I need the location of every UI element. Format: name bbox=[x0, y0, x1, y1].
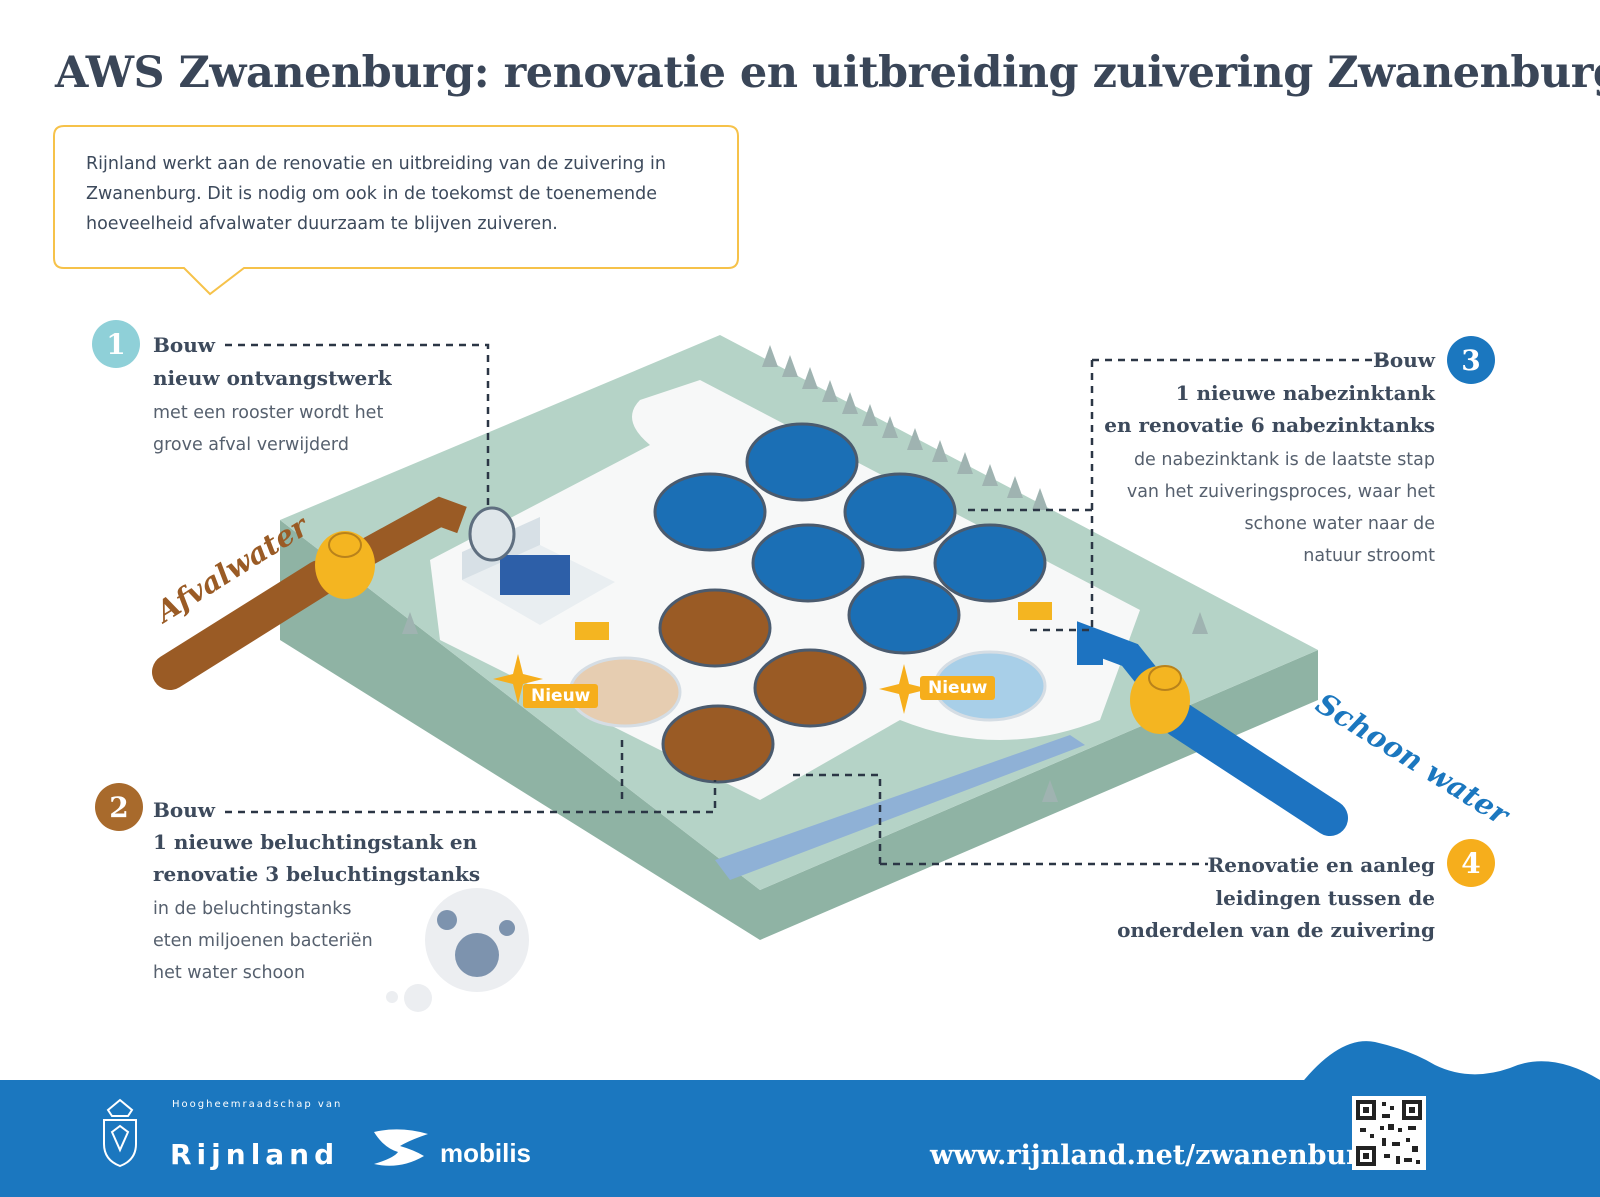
step4-head2: leidingen tussen de bbox=[1215, 886, 1436, 910]
org-small-text: Hoogheemraadschap van bbox=[172, 1099, 343, 1110]
intro-callout-frame bbox=[53, 125, 739, 296]
step3-body2: van het zuiveringsproces, waar het bbox=[1126, 482, 1435, 502]
step1-head2: nieuw ontvangstwerk bbox=[153, 366, 392, 390]
step2-body2: eten miljoenen bacteriën bbox=[153, 931, 373, 951]
org-name: Rijnland bbox=[170, 1138, 340, 1171]
step1-body1: met een rooster wordt het bbox=[153, 403, 384, 423]
platform-side bbox=[280, 520, 1318, 940]
qr-code-icon[interactable] bbox=[1352, 1096, 1426, 1170]
tree-icons bbox=[402, 345, 1208, 802]
wastewater-pipe bbox=[152, 496, 467, 690]
footer-wave bbox=[1300, 1041, 1600, 1085]
mobilis-logo-icon bbox=[374, 1129, 428, 1166]
step1-head1: Bouw bbox=[153, 333, 216, 357]
clean-water-pipe bbox=[1077, 621, 1348, 836]
step-badge-2: 2 bbox=[95, 783, 143, 831]
step4-head1: Renovatie en aanleg bbox=[1207, 853, 1435, 877]
step2-body1: in de beluchtingstanks bbox=[153, 899, 352, 919]
new-tag-aeration: Nieuw bbox=[523, 684, 599, 708]
partner-name: mobilis bbox=[440, 1138, 532, 1168]
website-link[interactable]: www.rijnland.net/zwanenburg bbox=[930, 1140, 1380, 1171]
step3-body4: natuur stroomt bbox=[1303, 546, 1435, 566]
clarifier-tanks bbox=[653, 422, 1047, 722]
step3-body3: schone water naar de bbox=[1244, 514, 1435, 534]
new-tag-clarifier: Nieuw bbox=[920, 676, 996, 700]
step3-head1: Bouw bbox=[1372, 348, 1435, 372]
step1-body2: grove afval verwijderd bbox=[153, 435, 349, 455]
step2-body3: het water schoon bbox=[153, 963, 306, 983]
page-title: AWS Zwanenburg: renovatie en uitbreiding… bbox=[55, 48, 1600, 98]
step3-body1: de nabezinktank is de laatste stap bbox=[1133, 450, 1435, 470]
aeration-tanks bbox=[568, 588, 867, 784]
leader-lines bbox=[225, 343, 1388, 866]
step-badge-4: 4 bbox=[1447, 839, 1495, 887]
step4-head3: onderdelen van de zuivering bbox=[1117, 918, 1435, 942]
new-star-icons bbox=[493, 654, 929, 714]
step3-head3: en renovatie 6 nabezinktanks bbox=[1104, 413, 1435, 437]
step3-head2: 1 nieuwe nabezinktank bbox=[1175, 381, 1435, 405]
step-badge-3: 3 bbox=[1447, 336, 1495, 384]
footer-bar bbox=[0, 1080, 1600, 1197]
intro-text: Rijnland werkt aan de renovatie en uitbr… bbox=[86, 154, 666, 234]
step2-head2: 1 nieuwe beluchtingstank en bbox=[153, 830, 478, 854]
step-badge-1: 1 bbox=[92, 320, 140, 368]
bacteria-icon bbox=[386, 888, 529, 1012]
step2-head3: renovatie 3 beluchtingstanks bbox=[153, 862, 481, 886]
ditch bbox=[715, 735, 1085, 880]
receiving-works-building bbox=[462, 506, 615, 625]
excavator-icons bbox=[575, 602, 1052, 640]
rijnland-crest-icon bbox=[103, 1098, 137, 1168]
step2-head1: Bouw bbox=[153, 798, 216, 822]
